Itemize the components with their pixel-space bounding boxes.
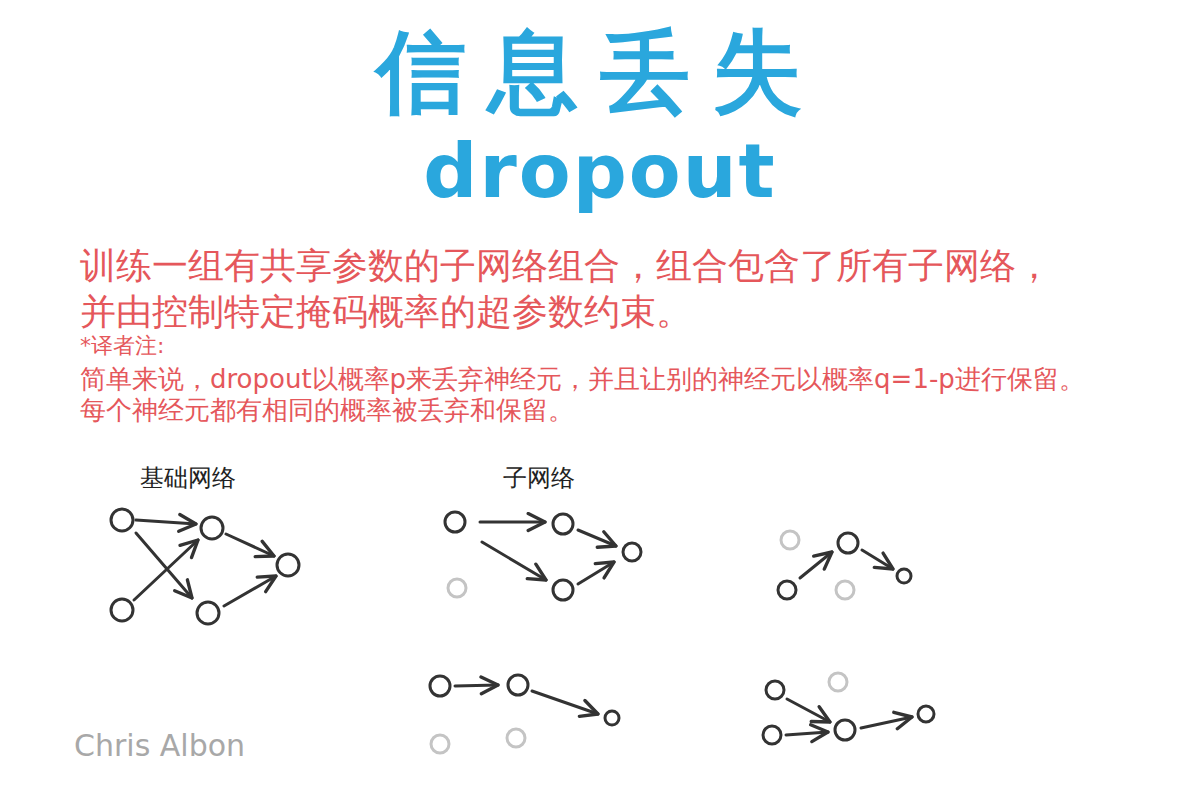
section-label: 子网络	[503, 464, 703, 493]
definition-text-slot: 训练一组有共享参数的子网络组合，组合包含了所有子网络， 并由控制特定掩码概率的超…	[80, 243, 1180, 335]
arrow	[800, 552, 832, 578]
neuron	[111, 599, 133, 621]
arrow	[862, 550, 893, 569]
dropped-neuron	[507, 729, 525, 747]
subnetwork	[430, 675, 619, 753]
arrow	[861, 717, 912, 728]
subnetwork	[763, 673, 934, 744]
neuron	[605, 711, 619, 725]
section-label: 基础网络	[140, 464, 340, 493]
subnetwork	[445, 512, 641, 600]
dropped-neuron	[781, 531, 799, 549]
neuron	[553, 514, 573, 534]
neuron	[838, 533, 858, 553]
section-label-slot: 子网络	[503, 464, 703, 493]
signature-slot: Chris Albon	[74, 728, 374, 764]
neuron	[778, 581, 796, 599]
dropped-neuron	[448, 579, 466, 597]
dropped-neuron	[836, 581, 854, 599]
neuron	[430, 676, 450, 696]
neuron	[763, 726, 781, 744]
dropped-neuron	[431, 735, 449, 753]
arrow	[578, 530, 616, 546]
arrow	[226, 534, 274, 556]
arrow	[136, 520, 196, 524]
note-heading: *译者注:	[80, 333, 380, 359]
base-network	[111, 509, 299, 624]
note-text: 简单来说，dropout以概率p来丢弃神经元，并且让别的神经元以概率q=1-p进…	[80, 364, 1180, 426]
neuron	[111, 509, 133, 531]
neuron	[835, 720, 855, 740]
arrow	[134, 540, 198, 600]
definition-text: 训练一组有共享参数的子网络组合，组合包含了所有子网络， 并由控制特定掩码概率的超…	[80, 243, 1180, 335]
arrow	[455, 685, 498, 686]
note-text-slot: 简单来说，dropout以概率p来丢弃神经元，并且让别的神经元以概率q=1-p进…	[80, 364, 1180, 426]
arrow	[786, 732, 828, 735]
title: 信息丢失	[0, 22, 1200, 121]
title-slot: 信息丢失	[0, 22, 1200, 121]
arrow	[480, 521, 545, 524]
subtitle-slot: dropout	[0, 132, 1200, 211]
arrow	[578, 562, 614, 584]
neuron	[197, 602, 219, 624]
signature: Chris Albon	[74, 728, 374, 764]
neuron	[553, 580, 573, 600]
arrow	[224, 576, 276, 606]
neuron	[766, 681, 784, 699]
neuron	[508, 675, 528, 695]
neuron	[445, 512, 465, 532]
subnetwork	[778, 531, 911, 599]
neuron	[897, 569, 911, 583]
neuron	[623, 543, 641, 561]
note-heading-slot: *译者注:	[80, 333, 380, 359]
neuron	[201, 517, 223, 539]
neuron	[277, 554, 299, 576]
arrow	[787, 699, 830, 722]
section-label-slot: 基础网络	[140, 464, 340, 493]
subtitle: dropout	[0, 132, 1200, 211]
arrow	[532, 691, 598, 714]
neuron	[918, 706, 934, 722]
dropped-neuron	[829, 673, 847, 691]
arrow	[482, 542, 546, 580]
